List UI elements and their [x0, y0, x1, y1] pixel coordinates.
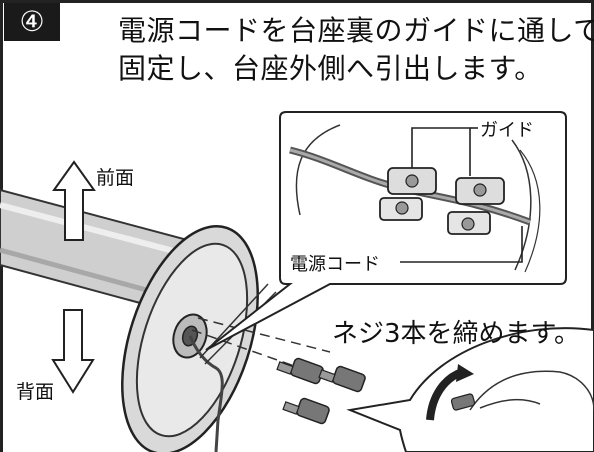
power-cord: [188, 335, 224, 452]
screw: [276, 357, 324, 385]
alignment-lines: [191, 317, 331, 369]
instruction-line-2: 固定し、台座外側へ引出します。: [118, 52, 543, 85]
instruction-line-1: 電源コードを台座裏のガイドに通して: [118, 14, 594, 47]
arrow-up-icon: [52, 160, 96, 241]
front-label: 前面: [96, 167, 135, 189]
screw: [318, 365, 366, 393]
step-number-badge: ④: [4, 3, 60, 41]
guide-label: ガイド: [480, 120, 534, 141]
arrow-down-icon: [51, 309, 95, 394]
screw-instruction: ネジ3本を締めます。: [332, 319, 580, 349]
back-label: 背面: [16, 381, 55, 403]
power-cord-label: 電源コード: [290, 254, 380, 275]
step-instruction: 電源コードを台座裏のガイドに通して 固定し、台座外側へ引出します。: [118, 12, 594, 88]
screw: [282, 397, 330, 425]
guide-detail-callout: [205, 111, 567, 351]
hand-detail-callout: [346, 327, 594, 452]
base-plate: [121, 225, 259, 452]
